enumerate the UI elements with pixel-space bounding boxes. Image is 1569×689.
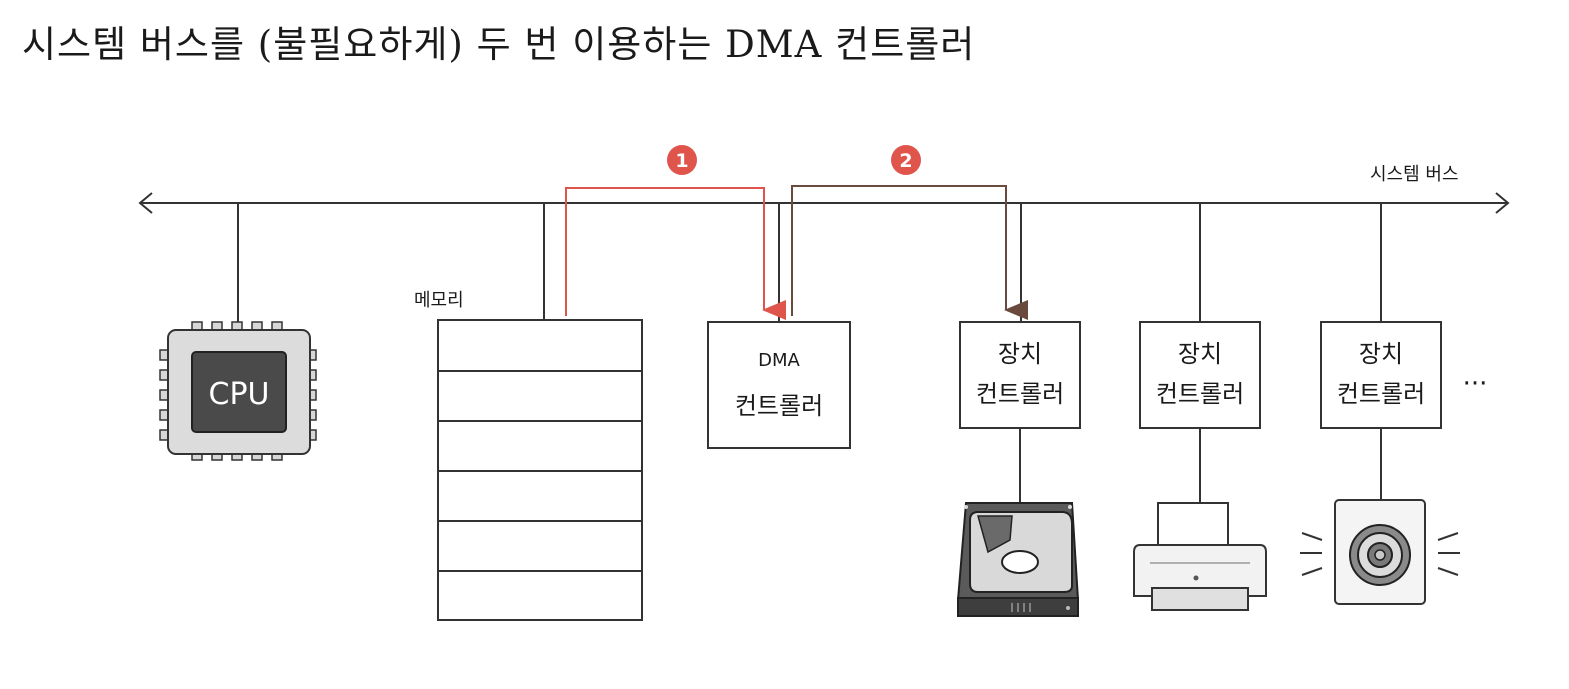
hard-disk-icon: [956, 502, 1080, 617]
more-devices-ellipsis: ···: [1463, 369, 1488, 399]
memory-label: 메모리: [414, 290, 464, 311]
device-controller-label-line1: 장치: [1178, 340, 1222, 368]
cpu-chip: CPU: [159, 321, 317, 461]
step2-badge: 2: [891, 145, 921, 175]
sound-waves: [1300, 532, 1460, 576]
speaker-icon: [1300, 499, 1460, 605]
printer-icon: [1133, 502, 1267, 611]
memory-stack: [437, 319, 643, 621]
system-bus: [138, 192, 1510, 214]
bus-left-arrow-icon: [138, 192, 153, 214]
dma-label-line2: 컨트롤러: [735, 392, 823, 420]
device-controller-label-line2: 컨트롤러: [1156, 380, 1244, 408]
device-controller-1: 장치 컨트롤러: [959, 321, 1081, 429]
cpu-label: CPU: [209, 377, 270, 412]
device-controller-2: 장치 컨트롤러: [1139, 321, 1261, 429]
system-bus-label: 시스템 버스: [1370, 164, 1459, 185]
step2-number: 2: [899, 150, 912, 172]
device-controller-label-line2: 컨트롤러: [976, 380, 1064, 408]
step1-number: 1: [675, 150, 688, 172]
page-title: 시스템 버스를 (불필요하게) 두 번 이용하는 DMA 컨트롤러: [22, 23, 976, 66]
device-controller-label-line1: 장치: [1359, 340, 1403, 368]
step2-path: [791, 185, 1028, 320]
bus-right-arrow-icon: [1495, 192, 1510, 214]
device-controller-3: 장치 컨트롤러: [1320, 321, 1442, 429]
cpu-die: [191, 351, 287, 433]
step1-badge: 1: [667, 145, 697, 175]
dma-label-line1: DMA: [758, 350, 800, 371]
device-controller-label-line1: 장치: [998, 340, 1042, 368]
step1-path: [565, 187, 786, 320]
dma-controller: DMA 컨트롤러: [707, 321, 851, 449]
device-controller-label-line2: 컨트롤러: [1337, 380, 1425, 408]
